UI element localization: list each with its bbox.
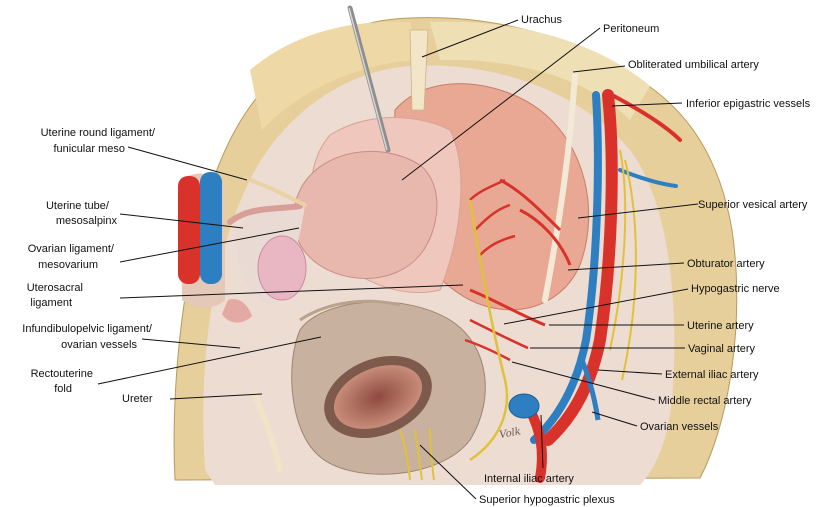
retractor-highlight: [348, 7, 388, 151]
label-infundibulopelvic-ligament-line1: Infundibulopelvic ligament/: [22, 323, 153, 335]
label-uterine-round-ligament: Uterine round ligament/ funicular meso: [41, 127, 158, 155]
leader-peritoneum: [401, 27, 601, 181]
uterus: [292, 150, 438, 279]
uterine-artery-shape: [469, 288, 546, 327]
internal-iliac-vessel-cut: [508, 393, 540, 419]
obliterated-umbilical-artery-shape: [542, 72, 578, 303]
label-infundibulopelvic-ligament: Infundibulopelvic ligament/ ovarian vess…: [22, 323, 155, 351]
label-uterine-round-ligament-line2: funicular meso: [53, 143, 125, 155]
ovarian-vessels-shape: [579, 359, 601, 421]
ureter-shape: [252, 392, 283, 473]
label-ovarian-ligament: Ovarian ligament/ mesovarium: [28, 243, 117, 271]
right-external-iliac-vein-shape: [530, 91, 602, 444]
leader-obturator-artery: [567, 262, 685, 271]
abdominal-flap-right: [430, 21, 650, 121]
left-external-iliac-artery-shape: [178, 176, 200, 284]
leader-lines: [97, 19, 699, 500]
leader-ovarian-ligament: [119, 227, 300, 263]
label-uterosacral-ligament-line1: Uterosacral: [27, 282, 83, 294]
label-obliterated-umbilical-artery: Obliterated umbilical artery: [628, 59, 759, 71]
vaginal-artery-shape: [469, 318, 529, 350]
label-inferior-epigastric-vessels: Inferior epigastric vessels: [686, 98, 811, 110]
label-uterine-artery: Uterine artery: [687, 320, 754, 332]
label-uterosacral-ligament-line2: ligament: [30, 297, 72, 309]
leader-internal-iliac-artery: [540, 414, 544, 469]
leader-ovarian-vessels: [591, 411, 638, 427]
leader-hypogastric-nerve: [503, 288, 689, 325]
label-rectouterine-fold-line2: fold: [54, 383, 72, 395]
label-rectouterine-fold: Rectouterine fold: [31, 368, 96, 395]
leader-obliterated-umbilical-artery: [572, 65, 626, 73]
hypogastric-nerve-shape: [468, 199, 509, 462]
leader-infundibulopelvic-ligament: [141, 338, 241, 349]
rectouterine-fold-shape: [299, 299, 401, 322]
label-ovarian-ligament-line1: Ovarian ligament/: [28, 243, 115, 255]
rectum-lumen: [333, 365, 423, 429]
leader-uterine-tube: [119, 213, 244, 229]
uterine-tube: [227, 203, 303, 225]
label-ovarian-vessels: Ovarian vessels: [640, 421, 719, 433]
fimbriae: [222, 298, 252, 323]
label-urachus: Urachus: [521, 14, 562, 26]
branching-arteries: [469, 178, 516, 256]
right-nerve-plexus: [609, 149, 637, 381]
artist-signature: Volk: [499, 426, 522, 441]
leader-inferior-epigastric-vessels: [611, 102, 683, 107]
label-superior-vesical-artery: Superior vesical artery: [698, 199, 808, 211]
label-middle-rectal-artery: Middle rectal artery: [658, 395, 752, 407]
inferior-epigastric-vein-shape: [618, 168, 678, 188]
label-external-iliac-artery: External iliac artery: [665, 369, 759, 381]
leader-superior-hypogastric-plexus: [419, 444, 477, 500]
retractor: [347, 5, 391, 153]
label-vaginal-artery: Vaginal artery: [688, 343, 756, 355]
urachus-cord: [409, 29, 429, 111]
label-obturator-artery: Obturator artery: [687, 258, 765, 270]
label-uterine-round-ligament-line1: Uterine round ligament/: [41, 127, 156, 139]
leader-uterine-round-ligament: [127, 146, 248, 181]
leader-urachus: [421, 19, 519, 58]
ovary: [257, 235, 307, 301]
label-infundibulopelvic-ligament-line2: ovarian vessels: [61, 339, 137, 351]
left-external-iliac-vein-shape: [200, 172, 222, 284]
leader-middle-rectal-artery: [511, 361, 656, 401]
label-ureter: Ureter: [122, 393, 153, 405]
round-ligament: [243, 176, 307, 207]
labels: Urachus Peritoneum Obliterated umbilical…: [22, 14, 810, 506]
leader-uterosacral-ligament: [119, 284, 464, 299]
leader-superior-vesical-artery: [577, 203, 699, 219]
abdominal-flap-left: [250, 21, 420, 130]
label-uterosacral-ligament: Uterosacral ligament: [27, 282, 86, 309]
label-superior-hypogastric-plexus: Superior hypogastric plexus: [479, 494, 615, 506]
label-ovarian-ligament-line2: mesovarium: [38, 259, 98, 271]
label-peritoneum: Peritoneum: [603, 23, 659, 35]
label-uterine-tube-line1: Uterine tube/: [46, 200, 110, 212]
inferior-epigastric-artery-shape: [610, 93, 682, 142]
obturator-artery-shape: [519, 208, 572, 266]
leader-external-iliac-artery: [597, 369, 663, 375]
leader-ureter: [169, 393, 263, 400]
leader-rectouterine-fold: [97, 336, 322, 385]
label-uterine-tube: Uterine tube/ mesosalpinx: [46, 200, 118, 227]
middle-rectal-artery-shape: [464, 338, 511, 362]
label-uterine-tube-line2: mesosalpinx: [56, 215, 118, 227]
right-external-iliac-artery-shape: [542, 89, 618, 446]
label-internal-iliac-artery: Internal iliac artery: [484, 473, 574, 485]
label-rectouterine-fold-line1: Rectouterine: [31, 368, 93, 380]
label-hypogastric-nerve: Hypogastric nerve: [691, 283, 780, 295]
superior-vesical-artery-shape: [499, 178, 562, 232]
